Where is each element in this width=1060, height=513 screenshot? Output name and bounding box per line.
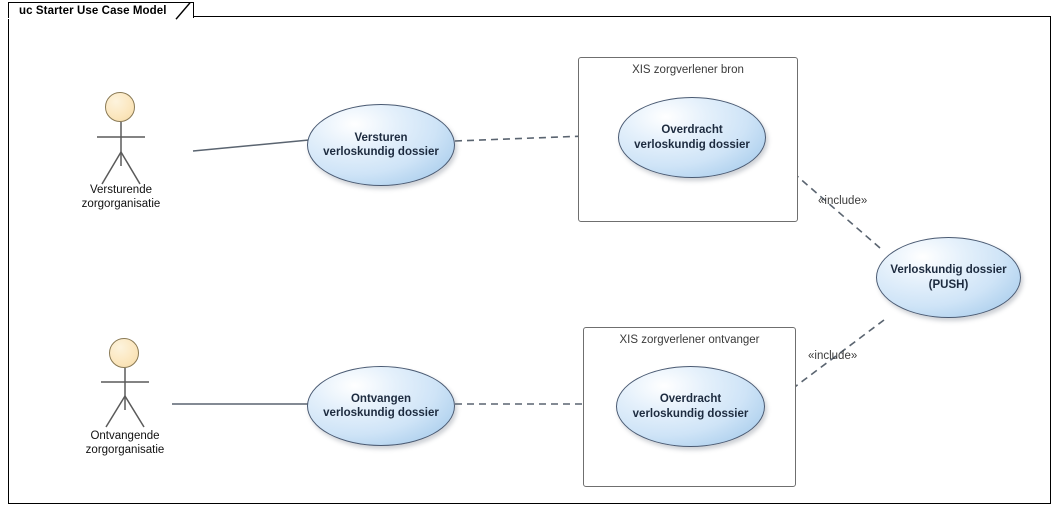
actor-ontvangende-figure [70,336,180,428]
usecase-ontvangen-verloskundig-dossier[interactable]: Ontvangen verloskundig dossier [307,366,455,446]
usecase-overdracht-verloskundig-dossier-bron[interactable]: Overdracht verloskundig dossier [618,97,766,178]
usecase-versturen-verloskundig-dossier[interactable]: Versturen verloskundig dossier [307,104,455,186]
diagram-frame-tab: uc Starter Use Case Model [8,2,194,18]
usecase-ontvangen-label: Ontvangen verloskundig dossier [323,392,439,419]
actor-ontvangende-label: Ontvangende zorgorganisatie [85,430,165,457]
actor-head-icon [109,338,139,368]
stereotype-include-top: «include» [818,195,868,207]
boundary-label-bron: XIS zorgverlener bron [632,64,744,76]
usecase-push-label: Verloskundig dossier (PUSH) [890,264,1007,291]
usecase-overdracht-verloskundig-dossier-ontvanger[interactable]: Overdracht verloskundig dossier [616,366,765,447]
boundary-label-ontvanger: XIS zorgverlener ontvanger [619,334,760,346]
actor-versturende-figure [66,90,176,182]
usecase-overdracht-bron-label: Overdracht verloskundig dossier [634,124,750,151]
actor-head-icon [105,92,135,122]
usecase-verloskundig-dossier-push[interactable]: Verloskundig dossier (PUSH) [876,237,1021,318]
usecase-versturen-label: Versturen verloskundig dossier [323,131,439,158]
frame-tab-slash-icon [175,2,191,20]
diagram-frame [8,16,1051,504]
usecase-overdracht-ontvanger-label: Overdracht verloskundig dossier [632,393,749,420]
actor-ontvangende-zorgorganisatie[interactable]: Ontvangende zorgorganisatie [70,336,180,458]
diagram-title: uc Starter Use Case Model [19,4,167,17]
actor-versturende-label: Versturende zorgorganisatie [81,184,161,211]
actor-versturende-zorgorganisatie[interactable]: Versturende zorgorganisatie [66,90,176,212]
stereotype-include-bottom: «include» [808,350,858,362]
